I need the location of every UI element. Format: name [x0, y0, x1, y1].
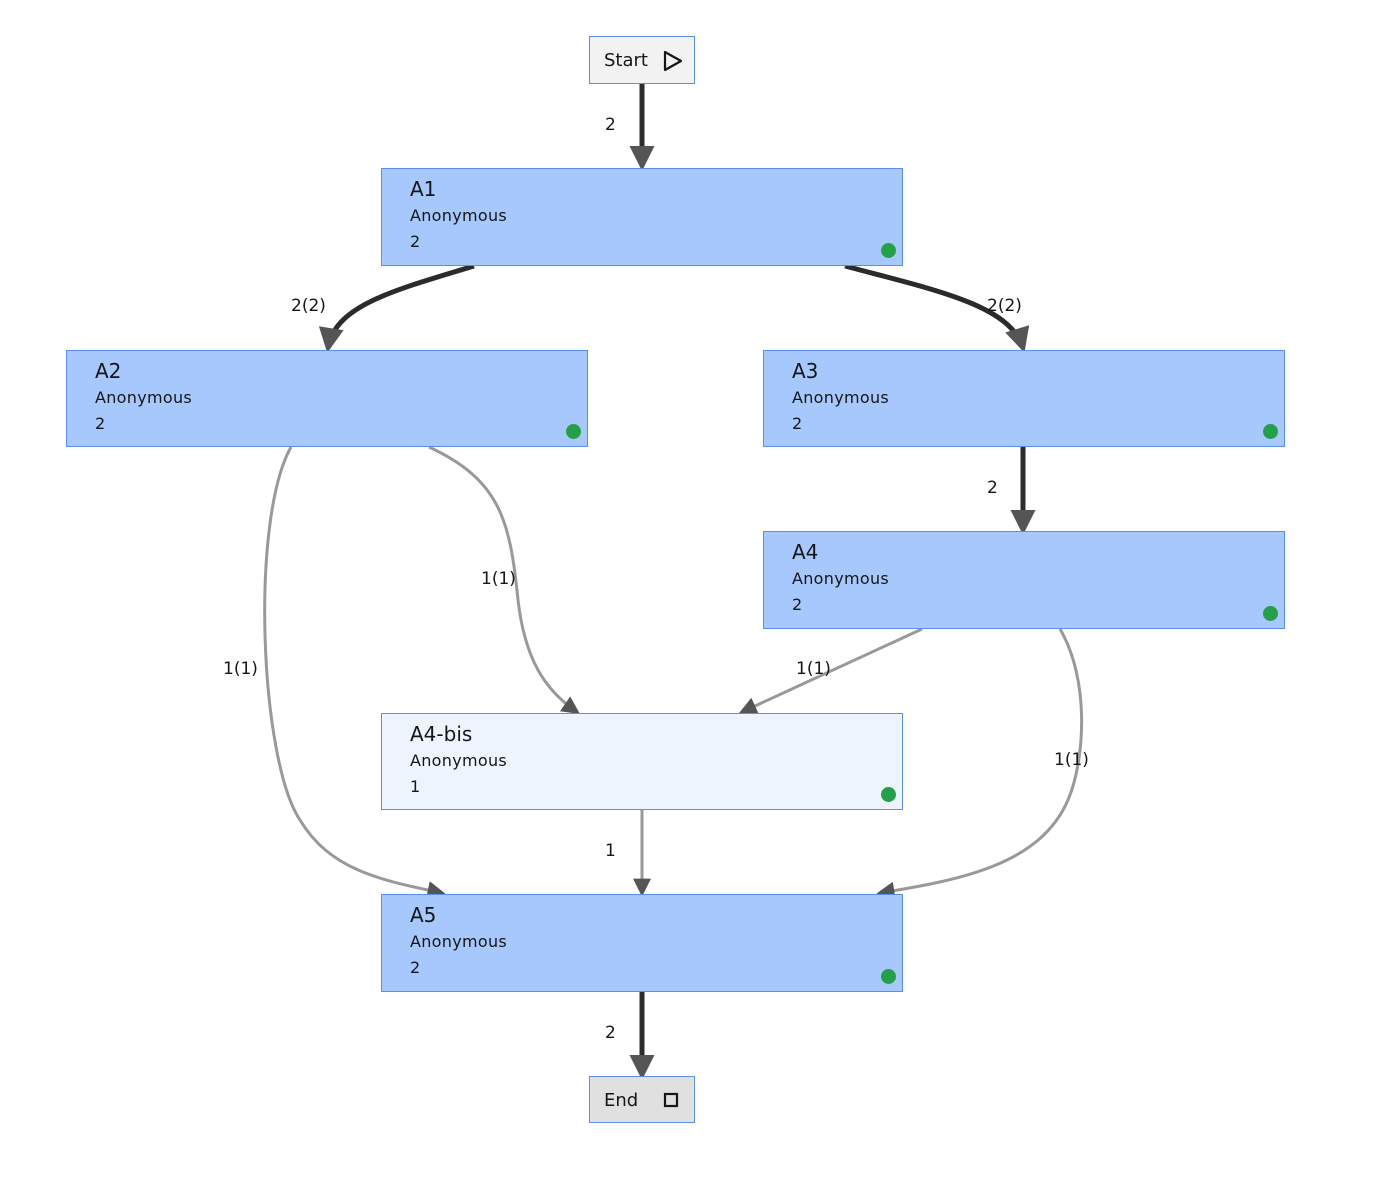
node-count: 1 — [410, 777, 421, 796]
node-subtitle: Anonymous — [410, 932, 508, 951]
edge-label-a4-a4bis: 1(1) — [796, 659, 831, 679]
node-count: 2 — [95, 414, 106, 433]
status-dot — [1263, 606, 1278, 621]
edge-a1-a3 — [844, 263, 1030, 353]
stop-square-icon — [663, 1092, 679, 1112]
edge-label-a2-a5: 1(1) — [223, 659, 258, 679]
end-label: End — [604, 1090, 639, 1111]
node-title: A4 — [792, 540, 819, 564]
activity-node-a4-bis[interactable]: A4-bis Anonymous 1 — [381, 713, 903, 810]
edge-label-start-a1: 2 — [605, 115, 616, 135]
node-subtitle: Anonymous — [410, 751, 508, 770]
edge-a1-a2 — [318, 263, 475, 353]
node-title: A2 — [95, 359, 122, 383]
play-triangle-icon — [662, 50, 684, 76]
edge-label-a4-a5: 1(1) — [1054, 750, 1089, 770]
node-count: 2 — [792, 595, 803, 614]
node-count: 2 — [410, 958, 421, 977]
edge-a4-a4bis — [738, 627, 923, 715]
node-count: 2 — [792, 414, 803, 433]
end-node[interactable]: End — [589, 1076, 695, 1123]
edge-label-a2-a4bis: 1(1) — [481, 569, 516, 589]
activity-node-a3[interactable]: A3 Anonymous 2 — [763, 350, 1285, 447]
activity-node-a2[interactable]: A2 Anonymous 2 — [66, 350, 588, 447]
edge-label-a5-end: 2 — [605, 1023, 616, 1043]
node-title: A4-bis — [410, 722, 473, 746]
node-subtitle: Anonymous — [410, 206, 508, 225]
node-subtitle: Anonymous — [792, 388, 890, 407]
node-subtitle: Anonymous — [95, 388, 193, 407]
edge-label-a4bis-a5: 1 — [605, 841, 616, 861]
edge-label-a1-a2: 2(2) — [291, 296, 326, 316]
node-subtitle: Anonymous — [792, 569, 890, 588]
edge-a4-a5 — [876, 628, 1084, 900]
status-dot — [1263, 424, 1278, 439]
status-dot — [881, 243, 896, 258]
start-node[interactable]: Start — [589, 36, 695, 84]
status-dot — [881, 969, 896, 984]
status-dot — [881, 787, 896, 802]
edge-label-a3-a4: 2 — [987, 478, 998, 498]
edge-a2-a4bis — [428, 445, 580, 715]
activity-node-a5[interactable]: A5 Anonymous 2 — [381, 894, 903, 992]
start-label: Start — [604, 50, 648, 71]
node-count: 2 — [410, 232, 421, 251]
status-dot — [566, 424, 581, 439]
activity-node-a4[interactable]: A4 Anonymous 2 — [763, 531, 1285, 629]
node-title: A5 — [410, 903, 437, 927]
node-title: A1 — [410, 177, 437, 201]
edge-label-a1-a3: 2(2) — [987, 296, 1022, 316]
node-title: A3 — [792, 359, 819, 383]
activity-node-a1[interactable]: A1 Anonymous 2 — [381, 168, 903, 266]
edge-a2-a5 — [263, 446, 446, 899]
